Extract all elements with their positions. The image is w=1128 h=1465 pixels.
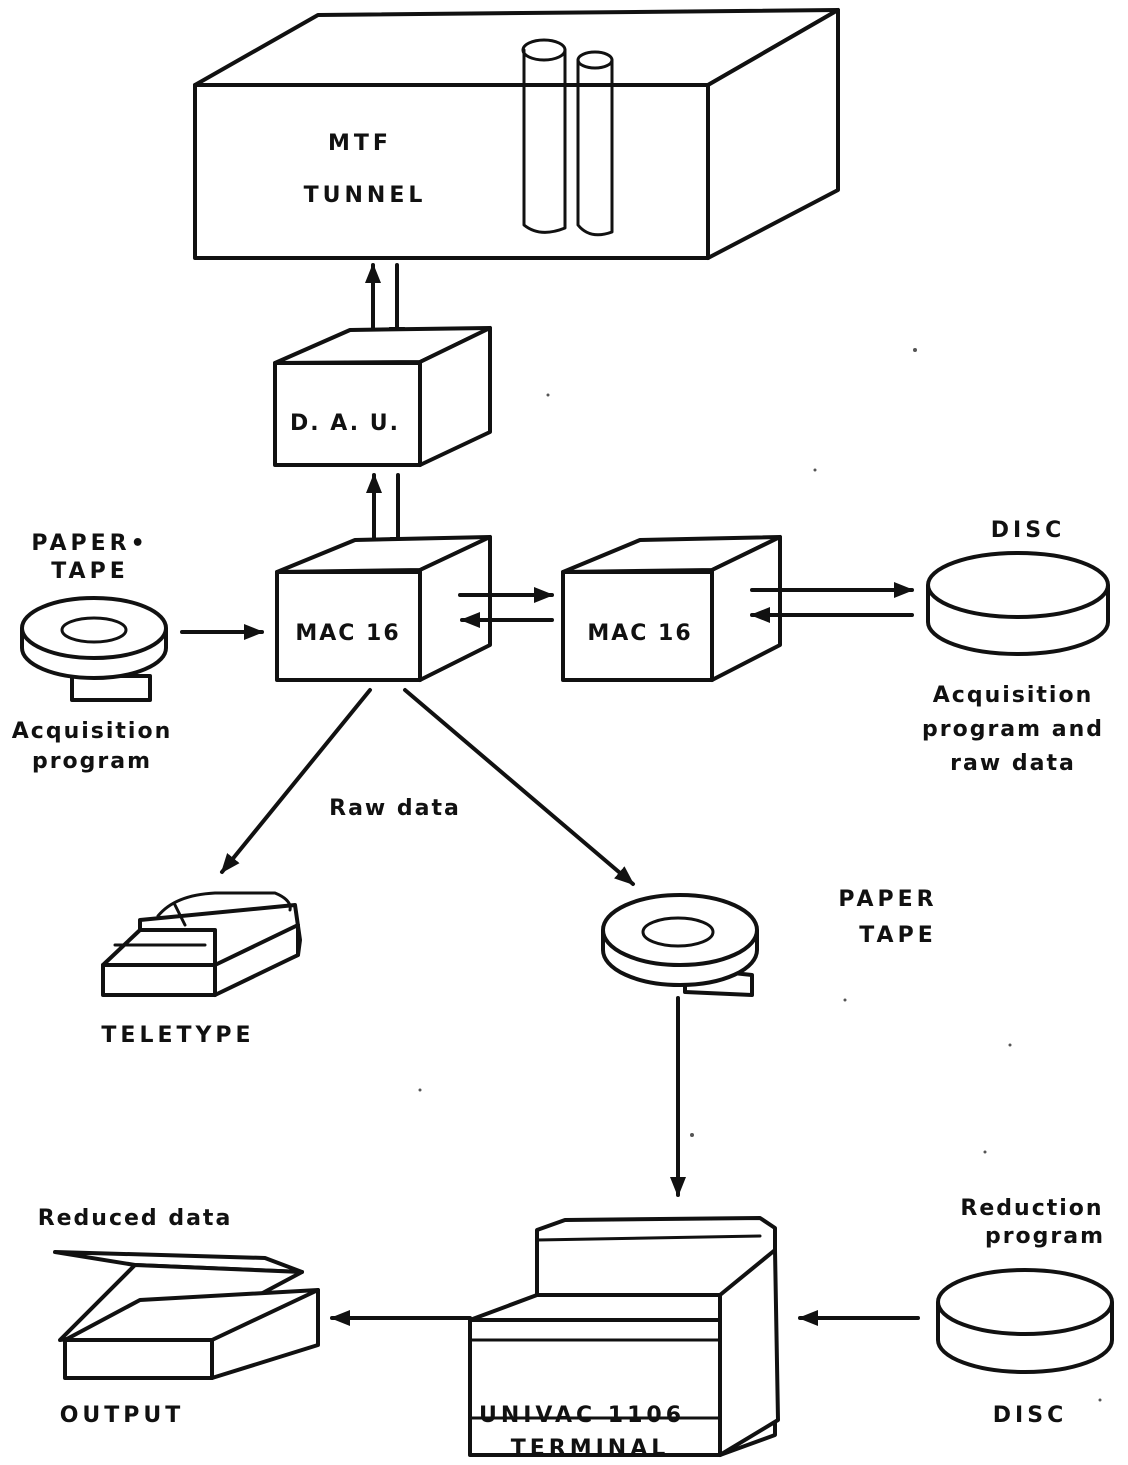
reduced-data-label: Reduced data bbox=[38, 1206, 233, 1231]
mac-to-teletype-arrow bbox=[220, 688, 372, 874]
mac16-left-label: MAC 16 bbox=[295, 621, 400, 646]
acq-program-right-line3: raw data bbox=[950, 751, 1076, 776]
dau-box: D. A. U. bbox=[273, 326, 492, 467]
mtf-tunnel-box: MTF TUNNEL bbox=[193, 8, 840, 260]
disc-top-label: DISC bbox=[991, 518, 1065, 543]
output-icon bbox=[53, 1250, 320, 1380]
teletype-icon bbox=[101, 891, 302, 997]
paper-tape-left-icon bbox=[20, 596, 168, 702]
disc-bottom-icon bbox=[936, 1268, 1114, 1374]
acq-program-left-line2: program bbox=[32, 749, 152, 774]
reduction-program-line2: program bbox=[985, 1224, 1105, 1249]
mac-mac-arrows bbox=[458, 587, 554, 628]
disc-top-icon bbox=[926, 551, 1110, 656]
univac-label-line1: UNIVAC 1106 bbox=[479, 1403, 685, 1428]
mac-to-paper-tape-arrow bbox=[403, 688, 635, 886]
dau-label: D. A. U. bbox=[290, 411, 400, 436]
paper-tape-mid-line1: PAPER bbox=[838, 887, 937, 912]
disc-bottom-label: DISC bbox=[993, 1403, 1067, 1428]
paper-tape-mid-icon bbox=[601, 893, 759, 997]
tunnel-cylinders bbox=[521, 38, 614, 237]
raw-data-label: Raw data bbox=[329, 796, 461, 821]
mac16-left-box: MAC 16 bbox=[275, 535, 492, 682]
mac16-right-box: MAC 16 bbox=[561, 535, 782, 682]
univac-label-line2: TERMINAL bbox=[511, 1436, 670, 1461]
scan-specks bbox=[418, 348, 1102, 1402]
acq-program-right-line1: Acquisition bbox=[933, 683, 1094, 708]
tunnel-label-line2: TUNNEL bbox=[304, 183, 427, 208]
univac-terminal-icon bbox=[468, 1216, 780, 1457]
paper-tape-mid-line2: TAPE bbox=[859, 923, 936, 948]
tunnel-label-line1: MTF bbox=[328, 131, 392, 156]
mac-disc-arrows bbox=[750, 582, 914, 623]
teletype-label: TELETYPE bbox=[101, 1023, 254, 1048]
acq-program-left-line1: Acquisition bbox=[12, 719, 173, 744]
reduction-program-line1: Reduction bbox=[960, 1196, 1103, 1221]
acq-program-right-line2: program and bbox=[922, 717, 1104, 742]
mac16-right-label: MAC 16 bbox=[587, 621, 692, 646]
output-label: OUTPUT bbox=[60, 1403, 185, 1428]
paper-tape-left-line1: PAPER• bbox=[31, 531, 148, 556]
paper-tape-left-line2: TAPE bbox=[51, 559, 128, 584]
